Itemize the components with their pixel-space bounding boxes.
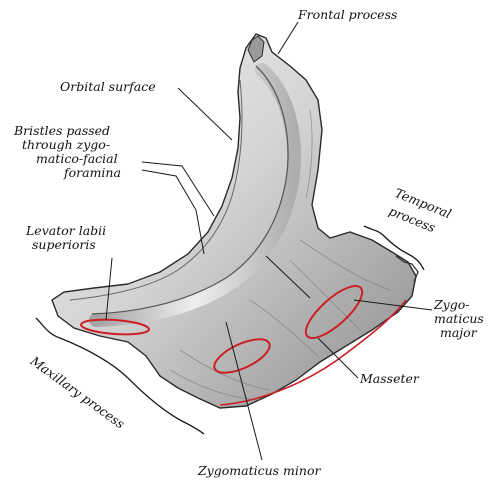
label-zygomaticus-minor: Zygomaticus minor [198, 464, 320, 478]
label-levator-line2: superioris [32, 238, 96, 252]
label-orbital-surface: Orbital surface [60, 80, 156, 94]
label-bristles-line1: Bristles passed [14, 124, 110, 138]
label-masseter: Masseter [360, 372, 419, 386]
label-zygomaticus-major-line3: major [440, 326, 477, 340]
leader-bristles-2 [142, 170, 204, 254]
label-bristles-line2: through zygo- [22, 138, 110, 152]
leader-orbital-surface [178, 88, 232, 140]
leader-bristles-1 [142, 162, 214, 216]
leader-frontal-process [278, 22, 298, 54]
label-zygomaticus-major-line2: maticus [434, 312, 484, 326]
label-frontal-process: Frontal process [298, 8, 397, 22]
label-bristles-line4: foramina [64, 166, 121, 180]
label-bristles-line3: matico-facial [36, 152, 118, 166]
label-levator-line1: Levator labii [26, 224, 106, 238]
label-zygomaticus-major-line1: Zygo- [434, 298, 470, 312]
